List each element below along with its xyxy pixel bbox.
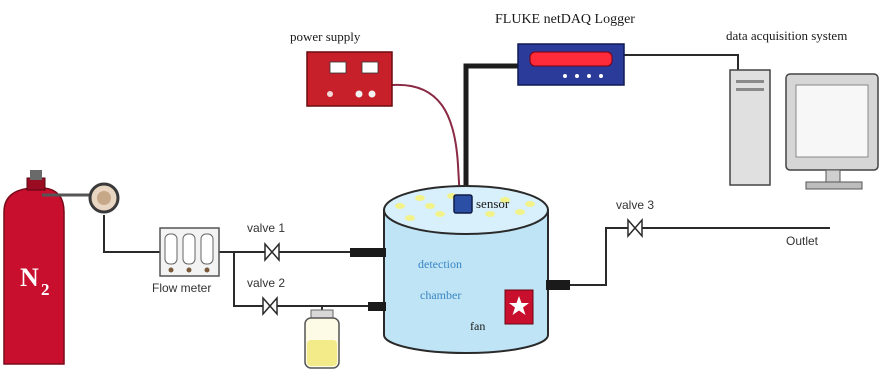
- logger-label: FLUKE netDAQ Logger: [495, 12, 635, 27]
- fan-star: [509, 296, 529, 315]
- wire-power-to-sensor: [391, 83, 461, 201]
- pc-tower: [729, 69, 771, 186]
- valve-icon: [627, 218, 643, 238]
- outlet-stub: [546, 280, 570, 290]
- chamber-label-chamber: chamber: [420, 288, 461, 302]
- valve-icon: [264, 242, 280, 262]
- valve-2-label: valve 2: [247, 276, 285, 290]
- logger: FLUKE netDAQ Logger: [495, 12, 635, 86]
- daq-label: data acquisition system: [726, 28, 847, 43]
- fan-label: fan: [470, 319, 485, 333]
- power-supply-icon: [306, 51, 393, 107]
- computer-icon: [729, 69, 879, 190]
- gas-cylinder: N 2: [3, 170, 95, 365]
- data-acquisition-system: data acquisition system: [726, 28, 879, 190]
- valve-3-label: valve 3: [616, 198, 654, 212]
- cylinder-valve: [30, 170, 42, 180]
- flow-meter: Flow meter: [152, 227, 220, 295]
- power-supply-label: power supply: [290, 29, 361, 44]
- outlet-label: Outlet: [786, 234, 819, 248]
- wire-sensor-to-logger: [463, 63, 520, 200]
- valve-2: valve 2: [247, 276, 285, 316]
- pressure-gauge: [88, 182, 120, 214]
- bubbler-cap: [310, 309, 334, 319]
- inlet-stub-2: [368, 302, 386, 311]
- detection-chamber: sensor detection chamber fan: [350, 185, 570, 354]
- valve-3: valve 3: [616, 198, 654, 238]
- pipe-gauge-to-flowmeter: [103, 215, 160, 253]
- chamber-label-detection: detection: [418, 257, 462, 271]
- gas-label-subscript: 2: [41, 280, 50, 299]
- flow-meter-label: Flow meter: [152, 281, 211, 295]
- bubbler: [304, 309, 340, 369]
- valve-icon: [262, 296, 278, 316]
- wire-logger-to-daq: [622, 54, 739, 70]
- pipe-outlet: [568, 227, 830, 286]
- sensor-icon: [453, 194, 473, 214]
- sensor-label: sensor: [476, 196, 510, 211]
- valve-1-label: valve 1: [247, 221, 285, 235]
- gas-label-letter: N: [20, 263, 39, 292]
- power-supply: power supply: [290, 29, 393, 107]
- inlet-stub-1: [350, 248, 386, 257]
- valve-1: valve 1: [247, 221, 285, 262]
